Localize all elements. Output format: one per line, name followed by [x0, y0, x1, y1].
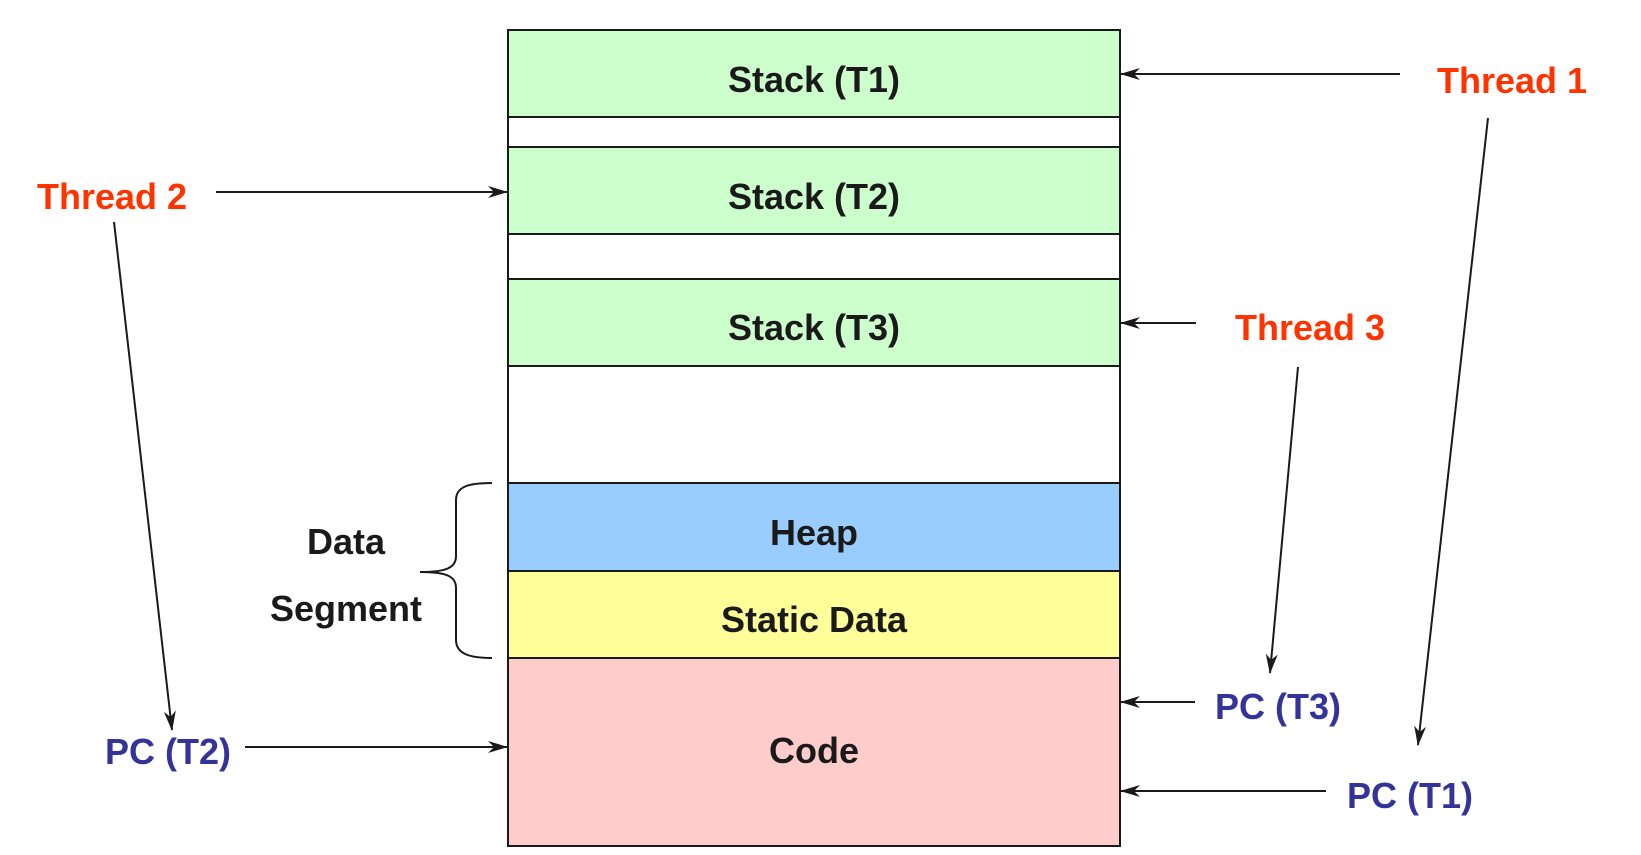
stack-t1-label: Stack (T1) — [728, 59, 900, 100]
static-data-block — [507, 570, 1121, 659]
free-space-block — [507, 365, 1121, 484]
thread-1-label: Thread 1 — [1437, 60, 1587, 101]
gap-block-1 — [507, 116, 1121, 148]
data-segment-label-line1: Data — [307, 521, 386, 562]
stack-t3-block — [507, 278, 1121, 367]
thread-3-label: Thread 3 — [1235, 307, 1385, 348]
thread-3-to-pc-arrow — [1265, 366, 1299, 674]
stack-t2-block — [507, 146, 1121, 235]
data-segment-label-line2: Segment — [270, 588, 422, 629]
heap-label: Heap — [770, 512, 858, 553]
thread-2-to-pc-arrow — [113, 221, 176, 731]
pc-t2-label: PC (T2) — [105, 731, 231, 772]
pc-t1-label: PC (T1) — [1347, 775, 1473, 816]
data-segment-brace — [419, 482, 493, 659]
stack-t2-label: Stack (T2) — [728, 176, 900, 217]
stack-t1-block — [507, 29, 1121, 118]
static-data-label: Static Data — [721, 599, 908, 640]
thread-2-label: Thread 2 — [37, 176, 187, 217]
thread-1-to-pc-arrow — [1414, 117, 1489, 746]
pc-t3-label: PC (T3) — [1215, 686, 1341, 727]
heap-block — [507, 482, 1121, 572]
gap-block-2 — [507, 233, 1121, 280]
code-block — [507, 657, 1121, 847]
code-label: Code — [769, 730, 859, 771]
stack-t3-label: Stack (T3) — [728, 307, 900, 348]
